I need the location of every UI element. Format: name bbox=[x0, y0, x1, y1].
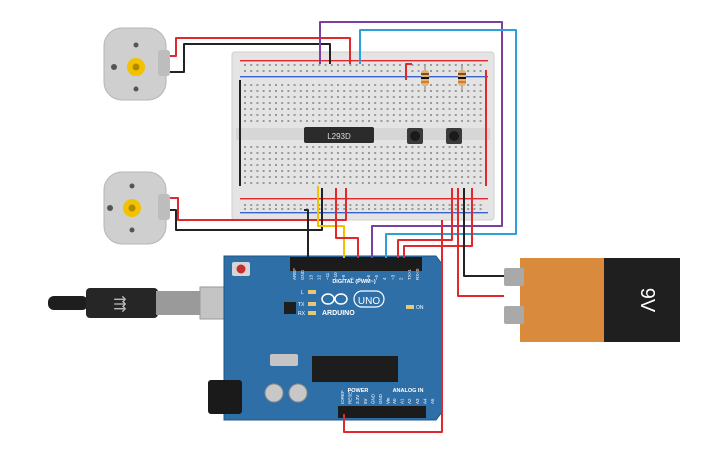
power-pin-label: 3.3V bbox=[355, 395, 360, 404]
power-pin-label: GND bbox=[370, 393, 375, 404]
power-pin-label: Vin bbox=[386, 397, 391, 404]
analog-in-label: ANALOG IN bbox=[393, 388, 424, 394]
atmega-chip bbox=[312, 356, 398, 382]
analog-pin-label: A0 bbox=[392, 398, 397, 404]
resistor-1 bbox=[421, 64, 429, 92]
battery-label: 9V bbox=[636, 288, 658, 313]
pin-label: ~9 bbox=[341, 274, 346, 280]
power-label: POWER bbox=[348, 388, 369, 394]
dc-motor-bottom bbox=[103, 171, 170, 245]
dc-motor-top bbox=[103, 27, 170, 101]
led-rx-label: RX bbox=[298, 311, 306, 317]
power-pin-label: IOREF bbox=[340, 390, 345, 404]
power-pin-label: GND bbox=[378, 393, 383, 404]
pin-label: ~10 bbox=[333, 272, 338, 280]
power-jack bbox=[208, 380, 242, 414]
pin-label: 4 bbox=[382, 277, 387, 280]
pin-label: 8 bbox=[349, 277, 354, 280]
arduino-model: UNO bbox=[358, 296, 380, 307]
pin-label: 7 bbox=[358, 277, 363, 280]
pin-label: RX<0 bbox=[415, 268, 420, 280]
led-tx-label: TX bbox=[298, 302, 305, 308]
analog-pin-label: A5 bbox=[430, 398, 435, 404]
led-on-label: ON bbox=[416, 305, 424, 311]
arduino-logo-icon bbox=[321, 293, 348, 305]
pin-label: GND bbox=[300, 269, 305, 280]
analog-pin-label: A2 bbox=[407, 398, 412, 404]
breadboard-holes bbox=[244, 64, 482, 210]
push-button-2 bbox=[446, 128, 462, 144]
analog-pin-label: A1 bbox=[400, 398, 405, 404]
pin-label: 12 bbox=[317, 274, 322, 280]
analog-pin-label: A4 bbox=[422, 398, 427, 404]
push-button-1 bbox=[407, 128, 423, 144]
led-l-label: L bbox=[301, 290, 304, 296]
resistor-2 bbox=[458, 64, 466, 92]
l293d-chip: L293D bbox=[304, 127, 374, 143]
digital-header bbox=[290, 257, 422, 271]
power-analog-header bbox=[338, 406, 426, 418]
analog-pin-label: A3 bbox=[415, 398, 420, 404]
pin-label: ~5 bbox=[374, 274, 379, 280]
pin-label: AREF bbox=[292, 268, 297, 280]
power-pin-label: 5V bbox=[363, 398, 368, 404]
arduino-uno: L TX RX ON ARDUINO UNO DIGITAL (PWM~) PO… bbox=[208, 255, 443, 421]
pin-label: 2 bbox=[399, 277, 404, 280]
battery-9v: 9V bbox=[504, 258, 680, 342]
pin-label: ~11 bbox=[325, 272, 330, 280]
wires bbox=[170, 21, 517, 433]
digital-pwm-label: DIGITAL (PWM~) bbox=[332, 279, 376, 285]
chip-label: L293D bbox=[327, 132, 351, 141]
pin-label: ~3 bbox=[390, 274, 395, 280]
pin-label: ~6 bbox=[366, 274, 371, 280]
power-pin-label: RESET bbox=[348, 389, 353, 404]
pin-label: TX>1 bbox=[407, 269, 412, 280]
pin-label: 13 bbox=[308, 274, 313, 280]
arduino-brand: ARDUINO bbox=[322, 310, 355, 317]
usb-cable: ⇶ bbox=[48, 286, 237, 320]
usb-icon: ⇶ bbox=[113, 295, 126, 313]
